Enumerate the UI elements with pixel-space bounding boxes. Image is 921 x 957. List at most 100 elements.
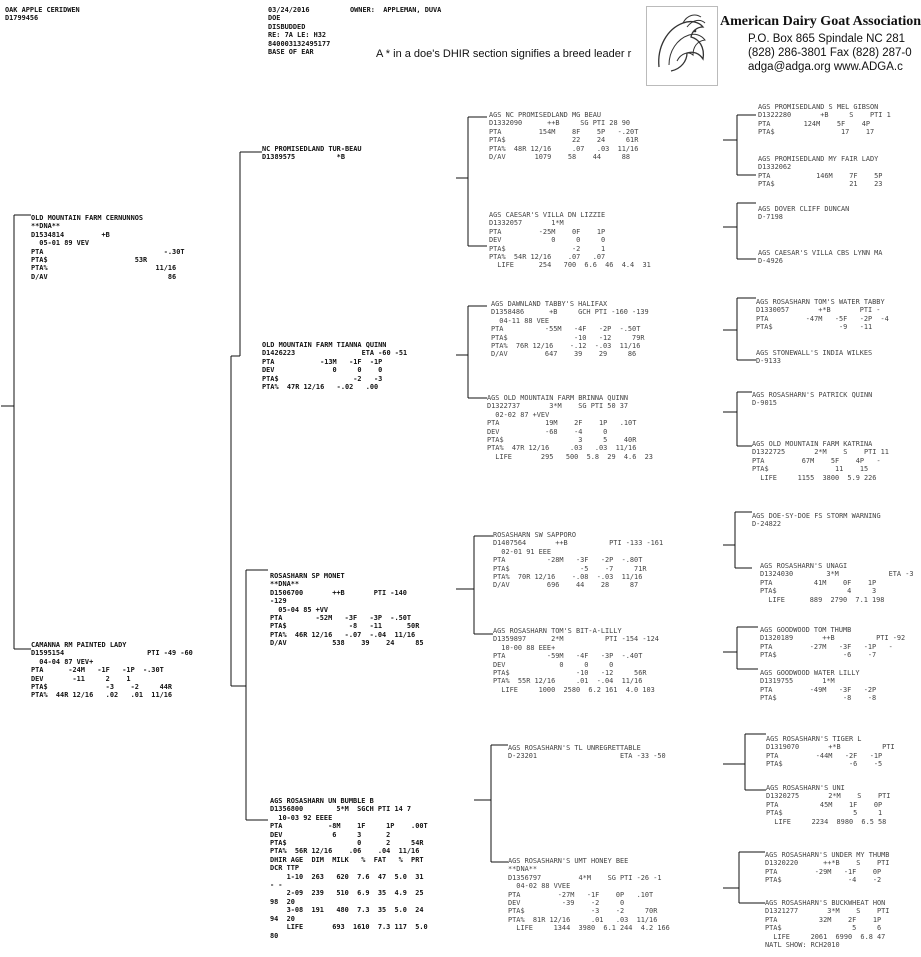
record-line: PTA% 56R 12/16 .06 .04 11/16 xyxy=(270,847,420,856)
record-line: PTA$ -10 -12 79R xyxy=(491,333,645,342)
record-line: 840003132495177 xyxy=(268,39,331,48)
record-line: D1332062 xyxy=(758,163,792,172)
record-line: PTA -59M -4F -3P -.40T xyxy=(493,652,643,661)
record-line: PTA -44M -2F -1P xyxy=(766,751,883,760)
record-line: D1534814 +B xyxy=(31,230,110,239)
record-line: D/AV 647 39 29 86 xyxy=(491,350,637,359)
record-line: PTA -8M 1F 1P .00T xyxy=(270,822,428,831)
record-line: D-9015 xyxy=(752,399,777,408)
record-line: PTA 67M 5F 4P - xyxy=(752,456,881,465)
owner-name: APPLEMAN, DUVA xyxy=(383,6,442,14)
record-line: PTA -27M -1F 0P .10T xyxy=(508,890,654,899)
record-line: - - xyxy=(270,881,283,890)
record-line: LIFE 1344 3980 6.1 244 4.2 166 xyxy=(508,924,670,933)
record-line: AGS NC PROMISEDLAND MG BEAU xyxy=(489,111,602,119)
record-line: PTA$ -6 -5 xyxy=(766,760,883,769)
record-line: 02-01 91 EEE xyxy=(493,547,552,556)
association-phone: (828) 286-3801 Fax (828) 287-0 xyxy=(748,47,912,59)
record-line: BASE OF EAR xyxy=(268,48,314,57)
record-line: PTA$ 17 17 xyxy=(758,128,875,137)
record-line: 3-08 191 480 7.3 35 5.0 24 xyxy=(270,906,424,915)
record-line: PTA -.30T xyxy=(31,247,185,256)
record-line: AGS STONEWALL'S INDIA WILKES xyxy=(756,349,873,357)
record-line: 05-01 89 VEV xyxy=(31,239,90,248)
record-line: **DNA** xyxy=(31,222,61,231)
breed-leader-notice: A * in a doe's DHIR section signifies a … xyxy=(376,48,632,60)
record-line: PTA -29M -1F 0P xyxy=(765,867,882,876)
record-line: AGS ROSASHARN'S BUCKWHEAT HON xyxy=(765,899,886,907)
record-line: LIFE 1000 2580 6.2 161 4.0 103 xyxy=(493,685,655,694)
record-line: AGS CAESAR'S VILLA DN LIZZIE xyxy=(489,211,606,219)
record-line: D1319070 +*B PTI xyxy=(766,743,895,752)
record-line: OLD MOUNTAIN FARM CERNUNNOS xyxy=(31,214,144,222)
record-line: PTA$ 5 1 xyxy=(766,809,883,818)
record-line: PTA -25M 0F 1P xyxy=(489,227,606,236)
record-line: D/AV 86 xyxy=(31,272,177,281)
record-line: D1426223 ETA -60 -51 xyxy=(262,349,408,358)
record-line: AGS GOODWOOD WATER LILLY xyxy=(760,669,860,677)
record-line: PTA 124M 5F 4P xyxy=(758,119,871,128)
record-line: AGS ROSASHARN'S UNAGI xyxy=(760,562,848,570)
record-line: D1321277 3*M S PTI xyxy=(765,907,890,916)
record-line: LIFE 889 2790 7.1 198 xyxy=(760,595,885,604)
record-line: 98 20 xyxy=(270,897,295,906)
record-line: PTA$ 53R xyxy=(31,256,148,265)
record-line: PTA -55M -4F -2P -.50T xyxy=(491,325,641,334)
record-line: PTA 19M 2F 1P .10T xyxy=(487,419,637,428)
record-line: PTA% 46R 12/16 -.07 -.04 11/16 xyxy=(270,630,416,639)
record-line: D-4926 xyxy=(758,257,783,266)
record-line: LIFE 2061 6990 6.8 47 xyxy=(765,932,886,941)
record-line: DEV 6 3 2 xyxy=(270,830,391,839)
record-line: D1356800 5*M SGCH PTI 14 7 xyxy=(270,805,412,814)
record-line: D/AV 538 39 24 85 xyxy=(270,639,424,648)
record-line: PTA$ -10 -12 56R xyxy=(493,669,647,678)
owner-line: OWNER: APPLEMAN, DUVA xyxy=(350,6,441,14)
record-line: PTA$ 3 5 40R xyxy=(487,436,637,445)
record-line: AGS OLD MOUNTAIN FARM BRINNA QUINN xyxy=(487,394,629,402)
record-line: 03/24/2016 xyxy=(268,6,310,14)
record-line: PTA$ -2 -3 xyxy=(262,374,383,383)
record-line: DEV 0 0 0 xyxy=(262,366,383,375)
record-line: LIFE 295 500 5.8 29 4.6 23 xyxy=(487,452,653,461)
record-line: PTA% 76R 12/16 -.12 -.03 11/16 xyxy=(491,342,641,351)
record-line: DCR TTP xyxy=(270,864,300,873)
record-line: PTA% 11/16 xyxy=(31,264,177,273)
record-line: D1322725 2*M S PTI 11 xyxy=(752,448,889,457)
record-line: PTA$ 22 24 61R xyxy=(489,136,639,145)
record-line: D1330057 +*B PTI - xyxy=(756,306,881,315)
record-line: PTA$ -8 -8 xyxy=(760,694,877,703)
record-line: AGS ROSASHARN'S PATRICK QUINN xyxy=(752,391,873,399)
record-line: D1358486 +B GCH PTI -160 -139 xyxy=(491,308,649,317)
record-line: 04-04 87 VEV+ xyxy=(31,657,94,666)
record-line: PTA$ 5 6 xyxy=(765,924,882,933)
record-line: PTA$ -4 -2 xyxy=(765,876,882,885)
record-line: **DNA** xyxy=(508,865,538,874)
record-line: PTA 146M 7F 5P xyxy=(758,171,883,180)
record-line: DISBUDDED xyxy=(268,22,306,31)
record-line: ROSASHARN SW SAPPORO xyxy=(493,531,576,539)
record-line: PTA$ -3 -2 70R xyxy=(508,907,658,916)
record-line: D1506700 ++B PTI -140 xyxy=(270,588,407,597)
record-line: DEV -11 2 1 xyxy=(31,674,131,683)
record-line: AGS ROSASHARN'S UNDER MY THUMB xyxy=(765,851,890,859)
record-line: D1407564 ++B PTI -133 -161 xyxy=(493,539,664,548)
record-line: DEV 0 0 0 xyxy=(489,236,606,245)
record-line: PTA% 54R 12/16 .07 .07 xyxy=(489,253,606,262)
record-line: D1324030 3*M ETA -3 xyxy=(760,570,914,579)
record-line: -129 xyxy=(270,597,287,606)
record-line: 04-02 88 VVEE xyxy=(508,882,571,891)
record-line: PTA 45M 1F 0P xyxy=(766,800,883,809)
record-line: D1320220 ++*B S PTI xyxy=(765,859,890,868)
record-line: AGS ROSASHARN TOM'S BIT-A-LILLY xyxy=(493,627,622,635)
